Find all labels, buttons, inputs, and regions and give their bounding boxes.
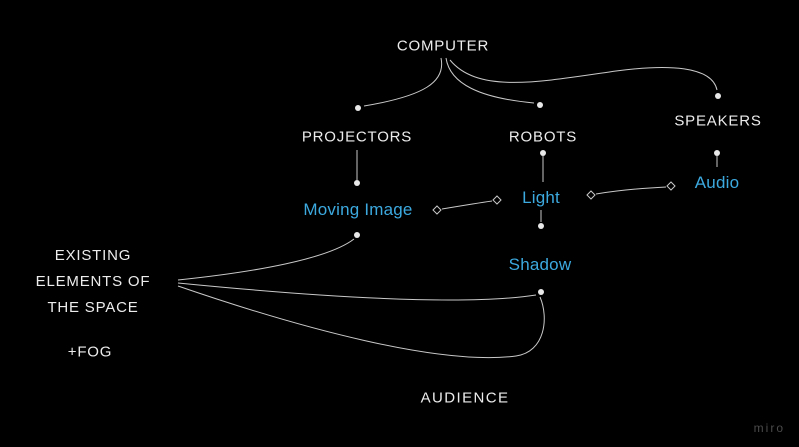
connector-speakers-audio[interactable]	[714, 150, 720, 167]
connector-computer-speakers[interactable]	[449, 59, 721, 99]
miro-watermark: miro	[753, 421, 785, 435]
connector-light-audio[interactable]	[586, 181, 676, 200]
node-fog[interactable]: +FOG	[67, 343, 113, 361]
node-robots[interactable]: ROBOTS	[508, 128, 578, 146]
connector-projectors-moving-image[interactable]	[354, 150, 360, 186]
node-projectors[interactable]: PROJECTORS	[301, 128, 413, 146]
connector-moving-image-light[interactable]	[432, 195, 502, 215]
node-light[interactable]: Light	[522, 188, 560, 207]
node-shadow[interactable]: Shadow	[508, 255, 572, 274]
node-speakers[interactable]: SPEAKERS	[674, 112, 762, 130]
node-audience[interactable]: AUDIENCE	[420, 389, 510, 407]
connector-computer-projectors[interactable]	[355, 57, 443, 111]
node-audio[interactable]: Audio	[694, 173, 740, 192]
node-computer[interactable]: COMPUTER	[396, 37, 490, 55]
node-existing-elements[interactable]: EXISTING ELEMENTS OF THE SPACE	[35, 247, 151, 316]
connector-robots-light[interactable]	[540, 150, 546, 182]
connector-existing-shadow[interactable]	[177, 282, 544, 301]
connector-existing-audience-loop[interactable]	[177, 285, 545, 359]
connector-computer-robots[interactable]	[445, 57, 543, 108]
node-moving-image[interactable]: Moving Image	[303, 200, 413, 219]
connector-existing-moving-image[interactable]	[177, 232, 360, 281]
connector-light-shadow[interactable]	[538, 210, 544, 229]
